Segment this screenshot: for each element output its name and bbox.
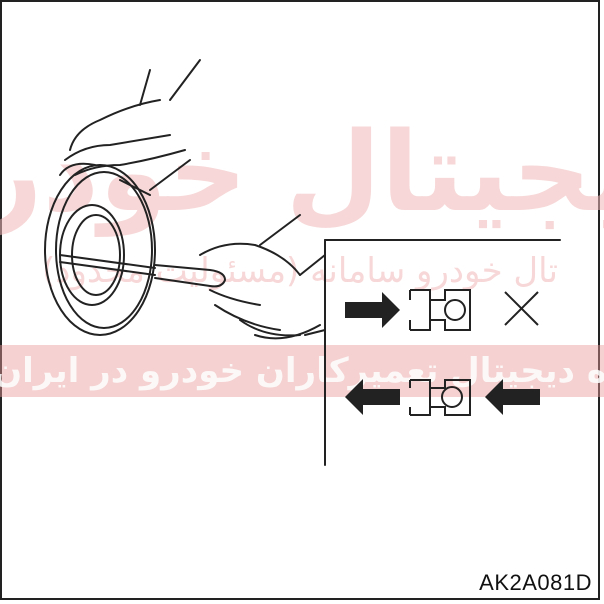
flow-diagram-open (345, 379, 540, 416)
pulley-ring (44, 162, 156, 336)
check-valve-icon (409, 289, 471, 331)
bold-arrow-icon (345, 379, 400, 415)
pointer-line (304, 329, 326, 336)
bold-arrow-icon (345, 292, 400, 328)
left-hand (64, 59, 201, 196)
check-valve-icon (409, 379, 471, 416)
screwdriver (59, 254, 226, 288)
figure-code: AK2A081D (479, 570, 592, 595)
right-hand (199, 214, 326, 340)
bold-arrow-icon (485, 379, 540, 415)
flow-diagram-blocked (345, 289, 539, 331)
cross-icon (504, 291, 539, 326)
